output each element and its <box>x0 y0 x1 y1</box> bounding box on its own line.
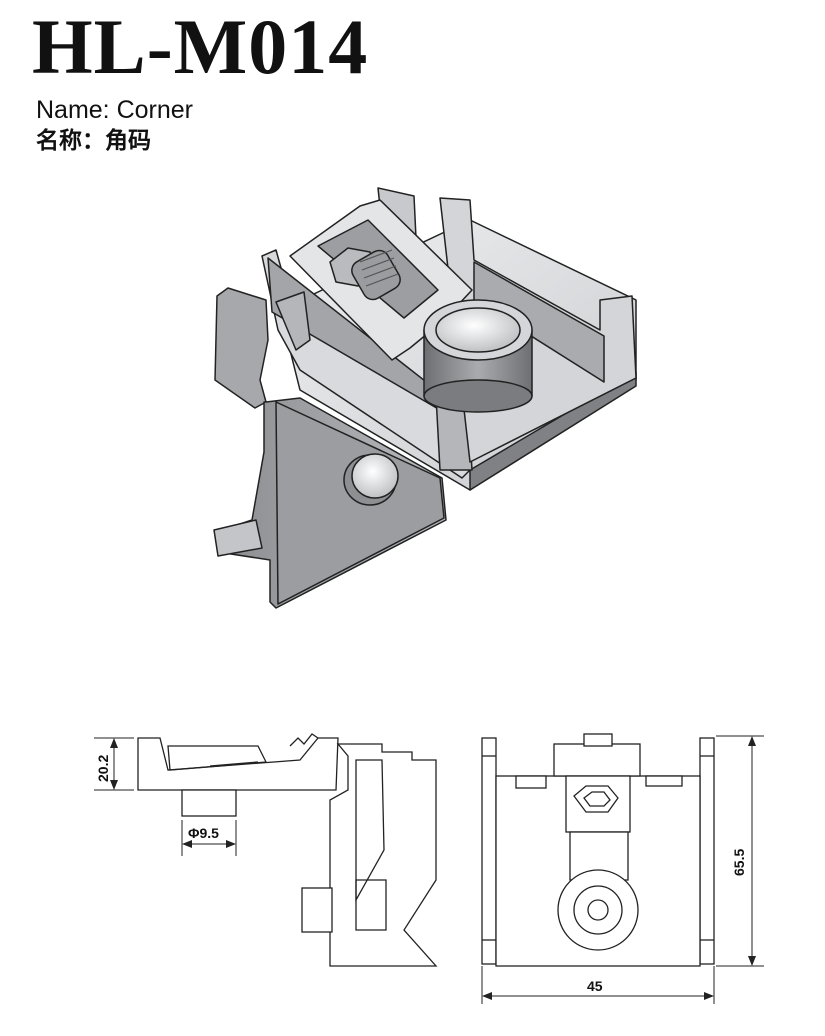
bracket-lower-lip <box>213 519 263 557</box>
front-view-upper-block <box>553 743 641 777</box>
threaded-bolt <box>351 249 401 301</box>
channel-front-tab <box>275 291 311 351</box>
bracket-left-flange <box>214 287 269 409</box>
product-code-title: HL-M014 <box>32 3 369 90</box>
side-view-lower-tab <box>301 887 333 933</box>
isometric-corner-illustration <box>213 187 637 609</box>
product-name-english: Name: Corner <box>36 96 193 124</box>
side-view-slot <box>167 745 268 771</box>
side-view-bracket-inner <box>355 759 385 903</box>
front-view-right-post <box>699 737 715 965</box>
channel-right-inner <box>473 261 605 383</box>
front-view-bolt-head <box>583 733 613 747</box>
front-view-dimension-lines <box>481 735 764 1004</box>
dimension-height-left: 20.2 <box>95 755 111 782</box>
cylinder-bottom <box>423 379 533 413</box>
side-view-drawing <box>94 733 438 967</box>
dimension-width: 45 <box>587 978 603 994</box>
front-view-right-lug <box>645 775 683 787</box>
front-view-left-lug <box>515 775 547 789</box>
front-view-cylinder-hole <box>587 899 609 921</box>
product-name-chinese: 名称：角码 <box>36 128 151 154</box>
front-view-left-post <box>481 737 497 965</box>
side-view-pin <box>181 789 237 817</box>
dimension-diameter: Φ9.5 <box>188 825 219 841</box>
side-view-bolt-tip <box>289 733 319 747</box>
dimension-height-right: 65.5 <box>731 849 747 876</box>
front-view-drawing <box>481 733 715 967</box>
side-view-bracket-notch <box>355 879 387 931</box>
plate-pin-face <box>351 453 399 499</box>
cylinder-top-face <box>435 307 521 353</box>
